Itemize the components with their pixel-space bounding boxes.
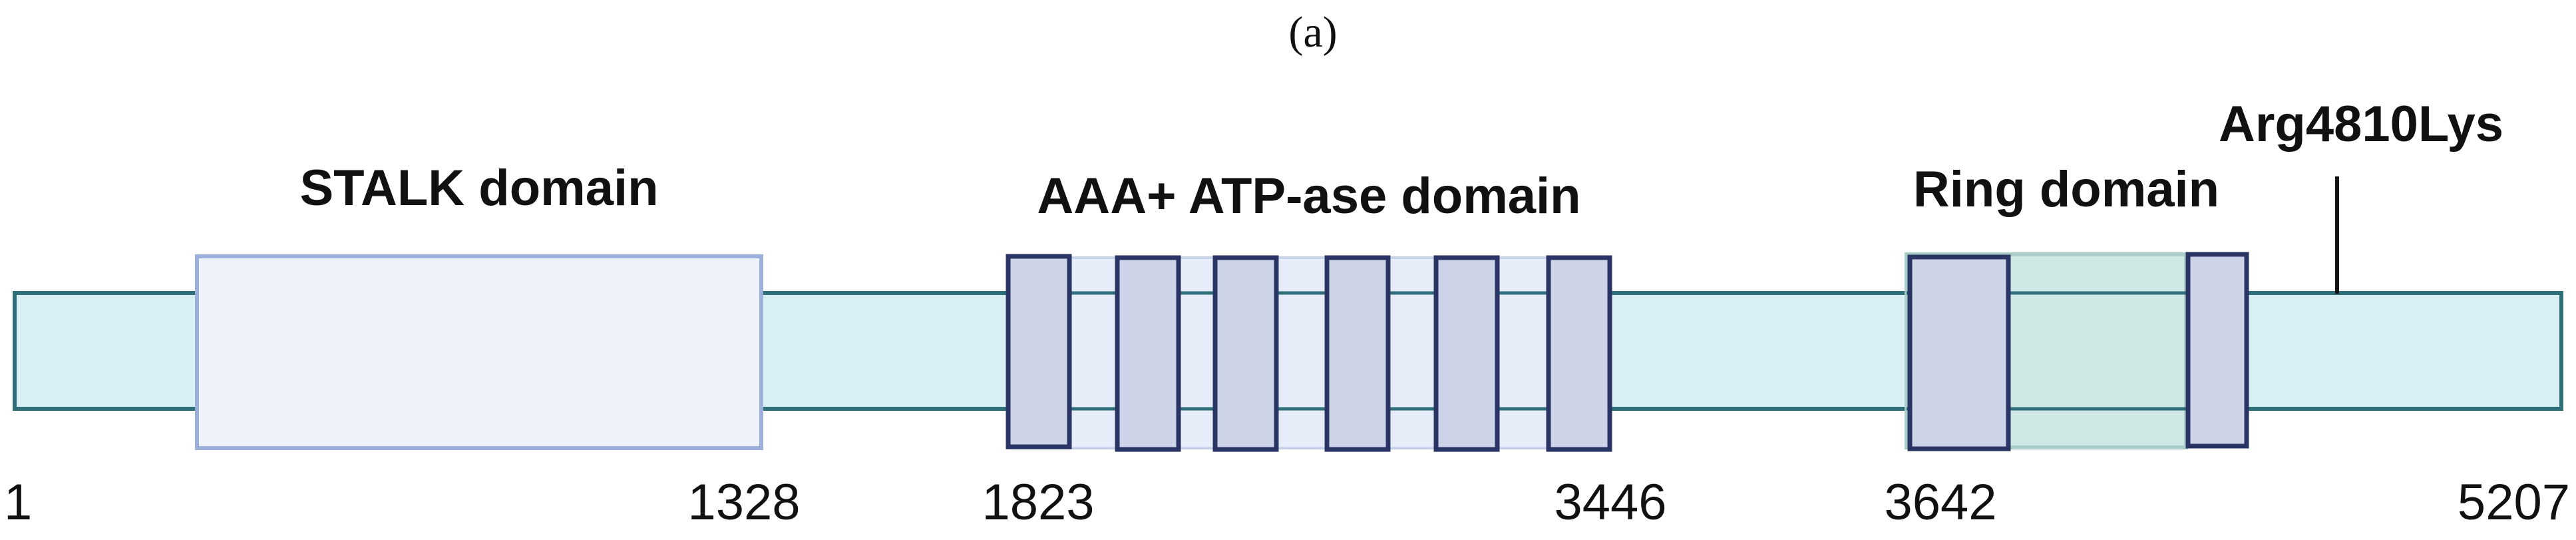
aaa-subdomain-block-4 xyxy=(1324,255,1391,452)
position-aaa-start: 1823 xyxy=(982,474,1094,531)
panel-label: (a) xyxy=(1288,8,1337,57)
aaa-domain-label: AAA+ ATP-ase domain xyxy=(1037,168,1580,224)
aaa-subdomain-block-3 xyxy=(1212,255,1279,452)
aaa-subdomain-block-5 xyxy=(1433,255,1500,452)
aaa-subdomain-block-6 xyxy=(1546,255,1612,452)
aaa-subdomain-block-2 xyxy=(1115,255,1181,452)
aaa-domain-connector xyxy=(1007,256,1611,449)
position-start: 1 xyxy=(4,474,32,531)
position-end: 5207 xyxy=(2458,474,2570,531)
position-stalk-end: 1328 xyxy=(687,474,800,531)
aaa-subdomain-block-1 xyxy=(1006,254,1072,449)
stalk-domain-label: STALK domain xyxy=(299,160,658,216)
stalk-domain-box xyxy=(195,254,763,450)
ring-subdomain-block-1 xyxy=(1907,254,2011,451)
mutation-label: Arg4810Lys xyxy=(2219,96,2503,152)
ring-subdomain-block-2 xyxy=(2185,252,2249,449)
ring-domain-label: Ring domain xyxy=(1913,161,2219,218)
position-ring-start: 3642 xyxy=(1884,474,1996,531)
position-aaa-end: 3446 xyxy=(1554,474,1666,531)
